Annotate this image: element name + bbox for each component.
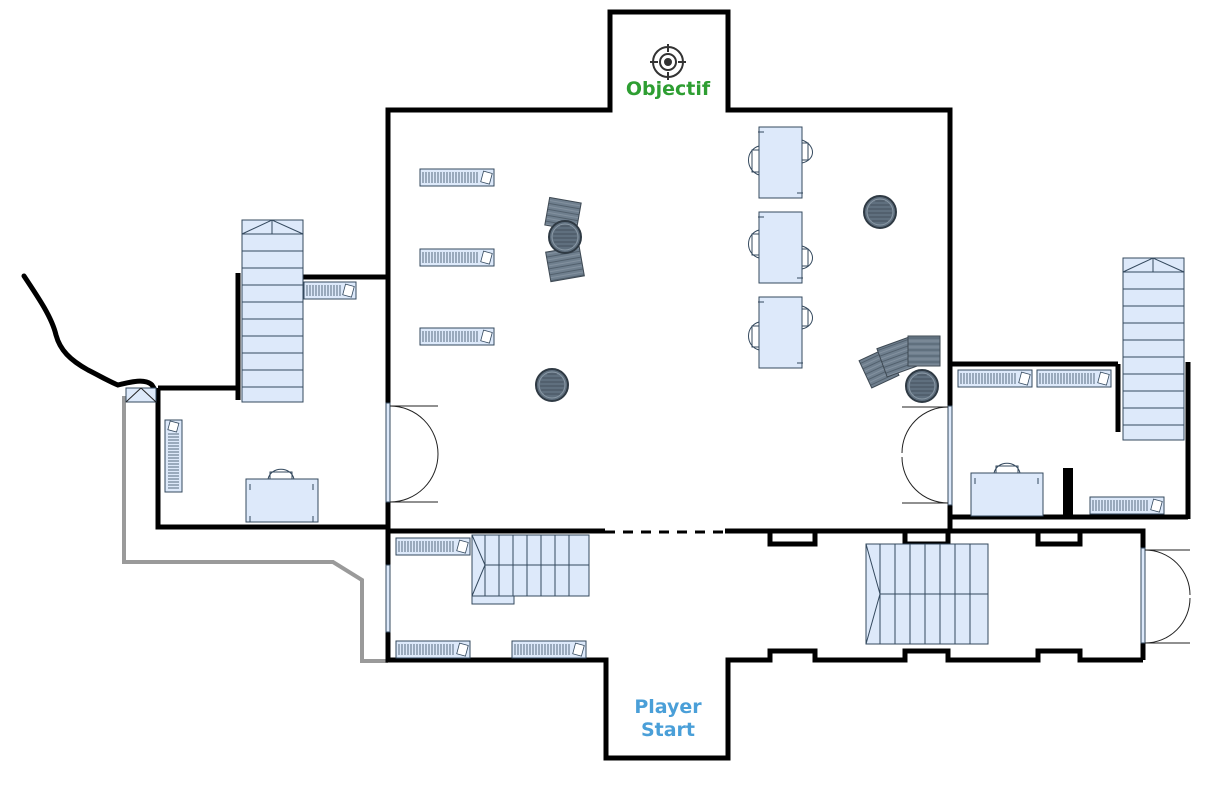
player-start-line1: Player	[634, 696, 702, 718]
dining-table-1	[748, 126, 813, 199]
desks	[245, 462, 1044, 523]
dining-table-3	[748, 296, 813, 369]
barrel	[863, 195, 897, 229]
bed	[1089, 496, 1165, 515]
barrel	[905, 369, 939, 403]
dirt-path-dark	[21, 273, 161, 396]
bed	[303, 281, 357, 300]
objective-label: Objectif	[625, 78, 711, 100]
bed	[164, 419, 183, 493]
staircase-right	[1122, 257, 1185, 441]
barrel	[535, 368, 569, 402]
bed	[419, 168, 495, 187]
gravel-path-gray	[122, 396, 388, 663]
bed	[957, 369, 1033, 388]
crate	[907, 335, 941, 367]
barrels-top	[548, 220, 939, 403]
walls	[155, 9, 1191, 761]
player-start-label: Player Start	[610, 696, 726, 742]
staircase-corridor-left	[471, 534, 590, 605]
crosshair-target-icon	[650, 44, 686, 80]
bed	[419, 248, 495, 267]
desk-right-room	[970, 462, 1044, 517]
bed	[1036, 369, 1112, 388]
desk-left-room	[245, 468, 319, 523]
bed	[395, 537, 471, 556]
crates	[544, 196, 941, 389]
player-start-line2: Start	[640, 719, 696, 741]
dining-table-2	[748, 211, 813, 284]
bed	[511, 640, 587, 659]
bed	[395, 640, 471, 659]
barrel	[548, 220, 582, 254]
barrels	[535, 195, 897, 402]
staircase-corridor-right	[865, 543, 989, 645]
bed	[419, 327, 495, 346]
beds	[164, 168, 1165, 659]
dining-tables	[748, 126, 813, 369]
staircase-upper-left	[241, 219, 304, 403]
doors	[125, 387, 1191, 644]
